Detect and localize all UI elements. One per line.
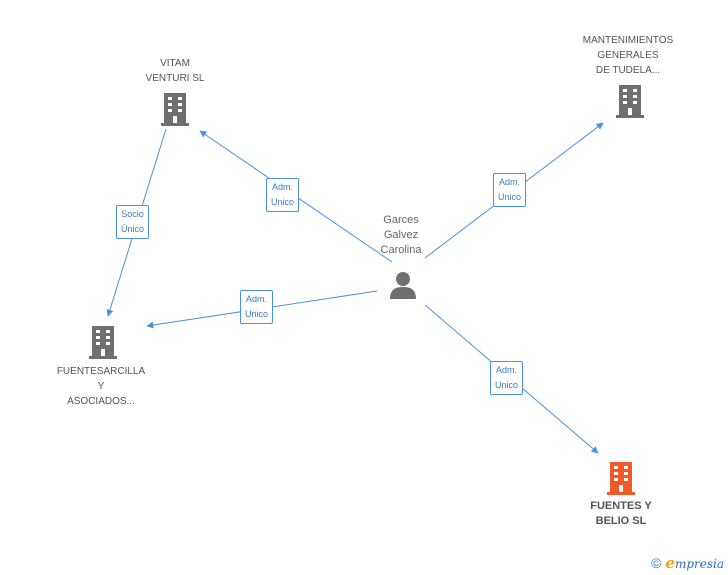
copyright-icon: © <box>651 555 662 571</box>
building-icon[interactable] <box>614 84 646 118</box>
person-icon[interactable] <box>388 270 418 300</box>
edge-label-adm-unico-vitam: Adm. Unico <box>266 178 300 212</box>
building-icon[interactable] <box>159 92 191 126</box>
node-label-fuentesarcilla[interactable]: FUENTESARCILLA Y ASOCIADOS... <box>56 366 146 407</box>
building-icon[interactable] <box>87 325 119 359</box>
node-label-mantenimientos[interactable]: MANTENIMIENTOS GENERALES DE TUDELA... <box>582 35 674 76</box>
edge-label-socio-unico: Socio Único <box>116 205 150 239</box>
edge-label-adm-unico-fuentesarcilla: Adm. Unico <box>240 290 274 324</box>
edge-label-adm-unico-mantenimientos: Adm. Unico <box>493 173 527 207</box>
edge-label-adm-unico-fuentes-belio: Adm. Unico <box>490 361 524 395</box>
node-label-fuentes-belio[interactable]: FUENTES Y BELIO SL <box>590 500 652 527</box>
footer-credit: © empresia <box>651 554 724 572</box>
building-icon[interactable] <box>605 461 637 495</box>
node-label-vitam[interactable]: VITAM VENTURI SL <box>145 58 205 84</box>
brand-logo[interactable]: empresia <box>665 554 724 572</box>
center-person-label[interactable]: Garces Galvez Carolina <box>380 214 422 256</box>
